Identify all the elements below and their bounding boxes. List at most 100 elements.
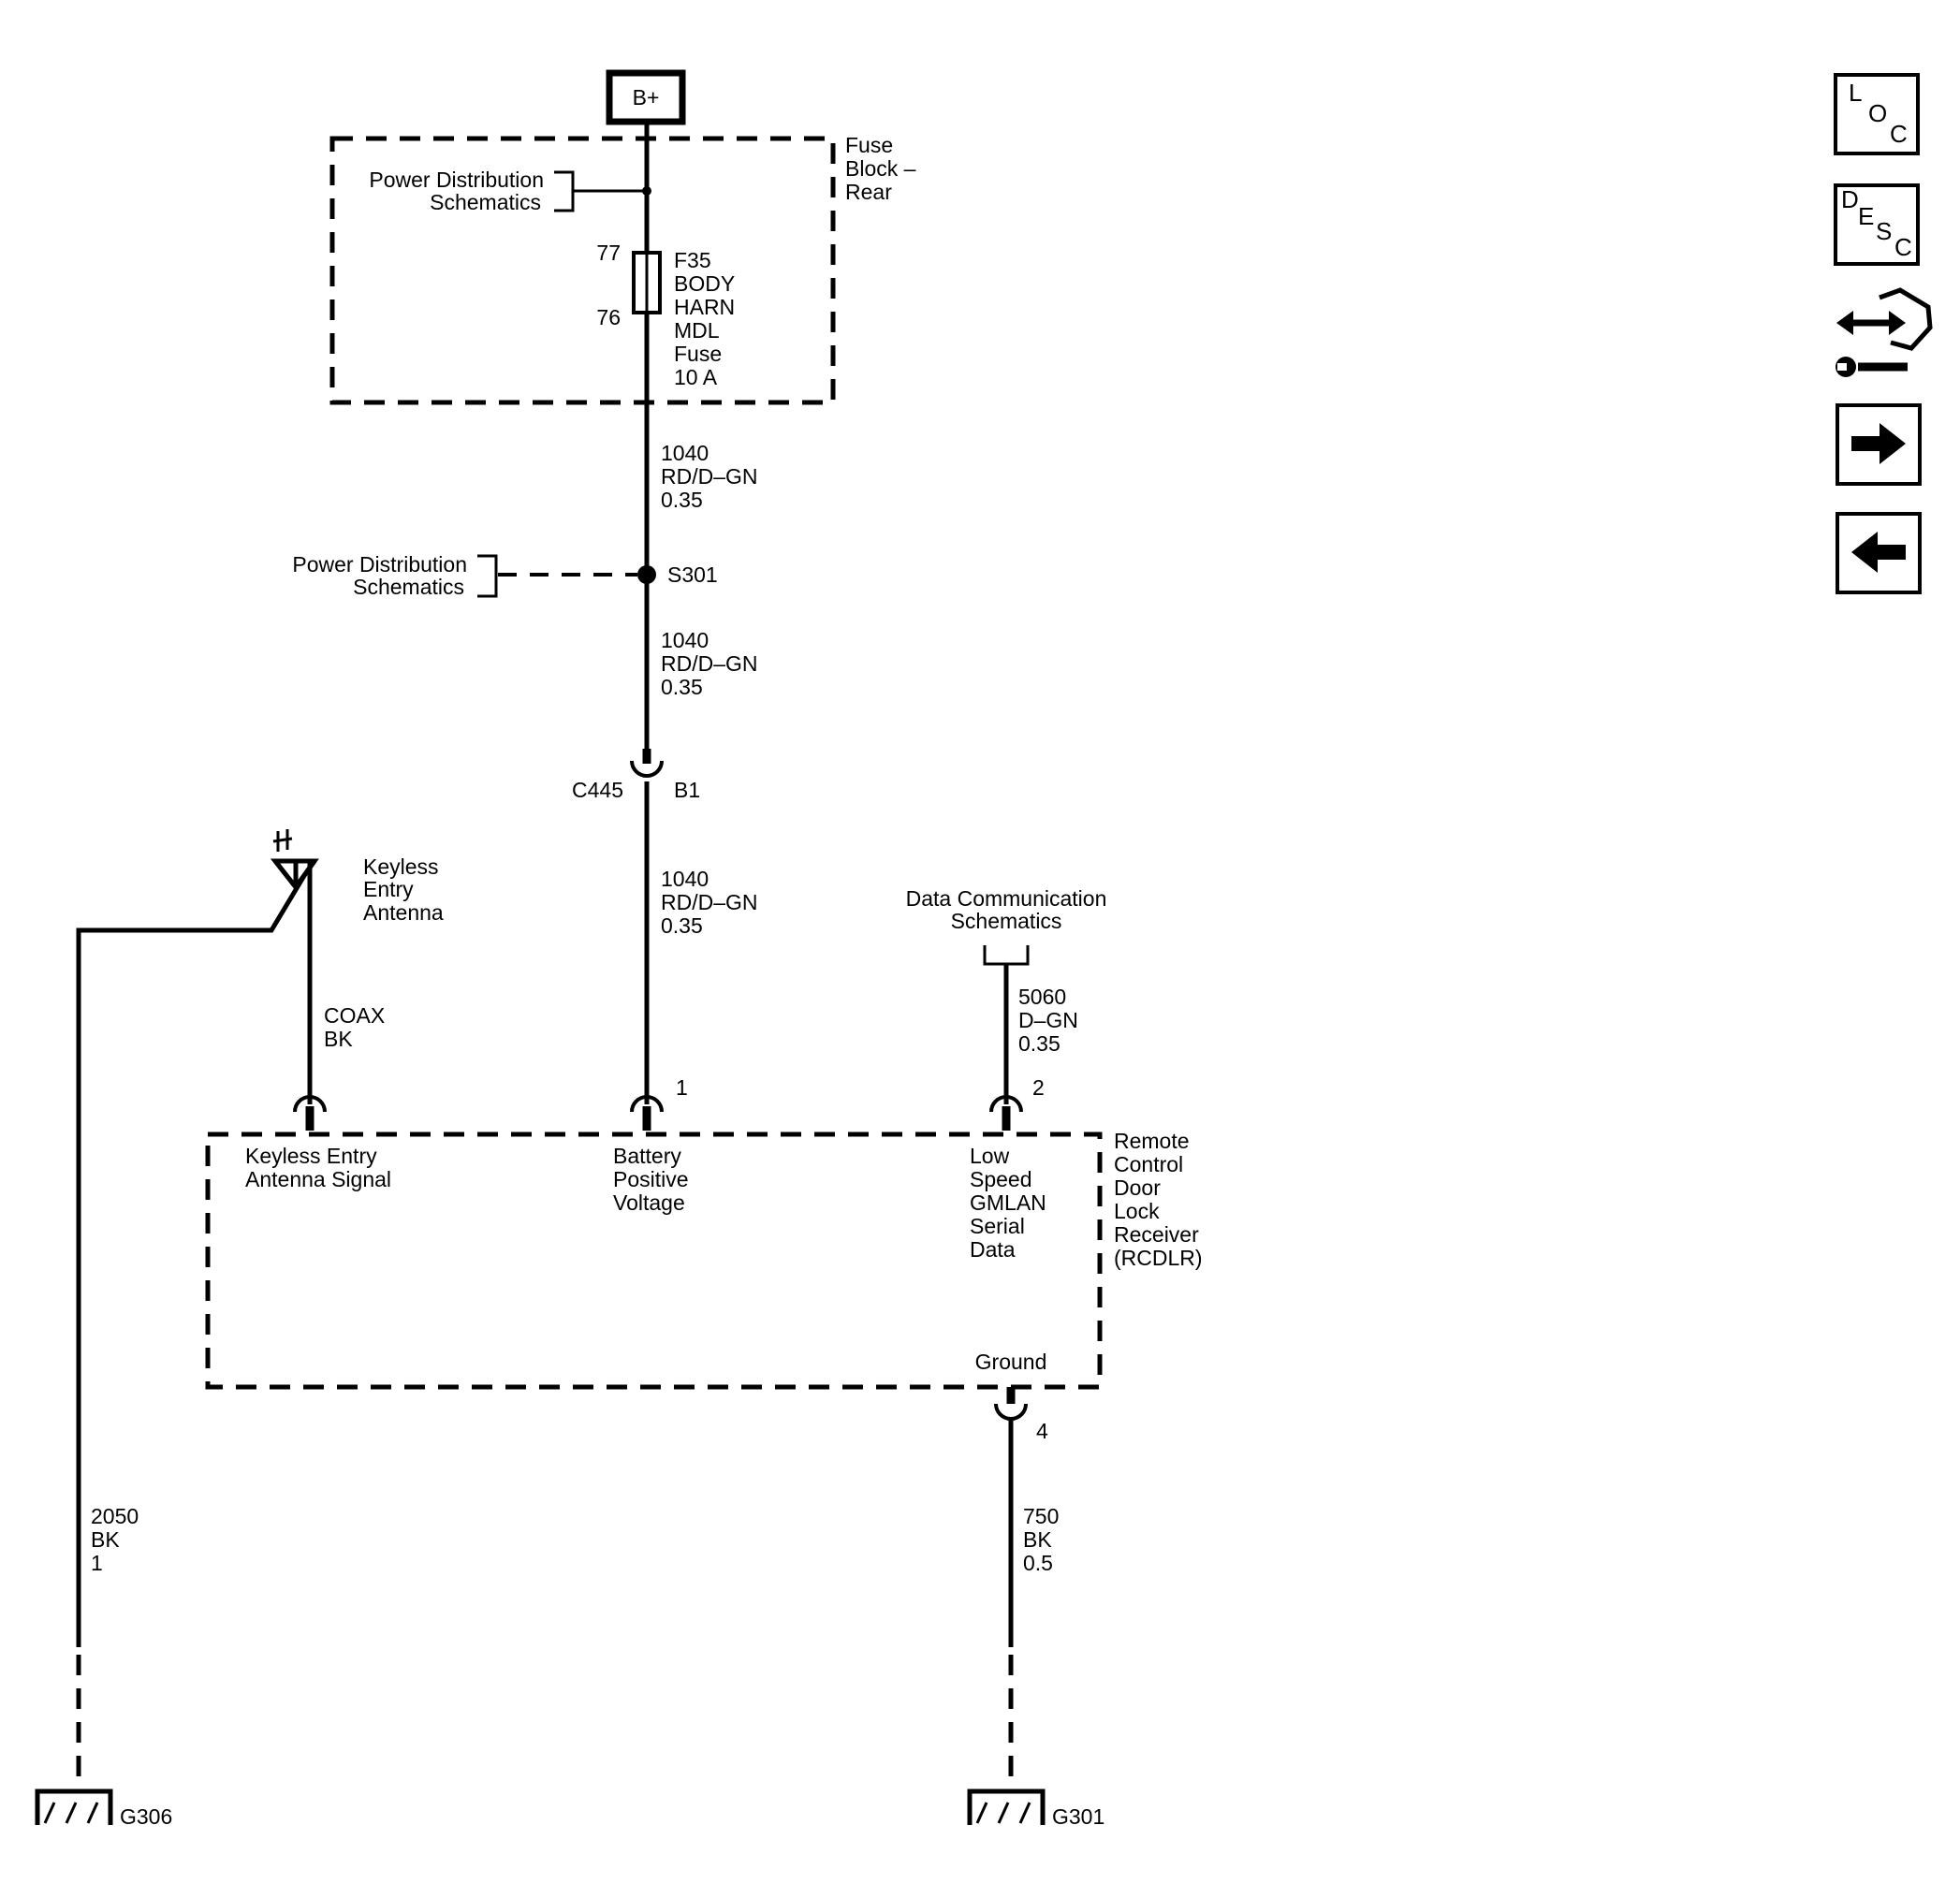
data-comm-ref-line1: Data Communication	[906, 886, 1107, 911]
receiver-name-line4: Lock	[1114, 1199, 1160, 1223]
receiver-pin-ground: 4	[1036, 1419, 1048, 1443]
loc-button[interactable]: L O C	[1834, 73, 1920, 155]
right-ground-wire-circuit: 750	[1023, 1504, 1059, 1528]
antenna-label-line1: Keyless	[363, 854, 439, 879]
wire-c-size: 0.35	[661, 913, 703, 938]
antenna-input-line1: Keyless Entry	[245, 1144, 377, 1168]
arrow-left-icon	[1851, 532, 1906, 573]
wire-label-750: 750 BK 0.5	[1023, 1504, 1059, 1575]
ground-g301-symbol-icon	[967, 1788, 1046, 1825]
power-distribution-ref-splice-line2: Schematics	[353, 575, 464, 599]
receiver-pin-battery: 1	[676, 1075, 688, 1100]
wire-b-size: 0.35	[661, 675, 703, 699]
data-input-line3: GMLAN	[970, 1190, 1046, 1215]
arrow-right-icon	[1851, 423, 1906, 464]
data-input-line5: Data	[970, 1237, 1016, 1262]
coax-label-line1: COAX	[324, 1003, 385, 1028]
receiver-name-line2: Control	[1114, 1152, 1183, 1176]
fuse-block-name-line2: Block –	[845, 156, 916, 181]
wire-c-color: RD/D–GN	[661, 890, 758, 914]
wire-a-circuit: 1040	[661, 441, 709, 465]
receiver-ground-connector: 4	[994, 1387, 1048, 1443]
wire-label-1040-c: 1040 RD/D–GN 0.35	[661, 867, 758, 938]
antenna-ground-lead	[76, 872, 308, 1647]
radio-wave-icon	[272, 829, 293, 852]
ground-pin-label: Ground	[975, 1350, 1047, 1374]
fuse-label-line3: HARN	[674, 295, 735, 319]
receiver-antenna-connector	[293, 1095, 327, 1131]
power-distribution-reference-top[interactable]: Power Distribution Schematics	[369, 168, 651, 214]
wire-b-circuit: 1040	[661, 628, 709, 652]
loc-letter-o: O	[1868, 99, 1887, 127]
connector-c445-pin: B1	[674, 778, 700, 802]
fuse-pin-top: 77	[596, 241, 621, 265]
next-page-button[interactable]	[1836, 403, 1922, 486]
fuse-label-line1: F35	[674, 248, 711, 272]
loc-letter-c: C	[1890, 120, 1908, 148]
fuse-block-rear: Fuse Block – Rear	[329, 133, 916, 405]
receiver-name-line1: Remote	[1114, 1129, 1190, 1153]
ground-g306: G306	[35, 1788, 172, 1829]
battery-positive-source: B+	[606, 69, 686, 125]
connector-tools-icon[interactable]	[1836, 287, 1933, 377]
data-comm-ref-line2: Schematics	[951, 909, 1062, 933]
connector-c445: C445 B1	[572, 749, 700, 802]
desc-letter-c: C	[1894, 233, 1912, 261]
wire-label-2050: 2050 BK 1	[91, 1504, 139, 1575]
data-wire-circuit: 5060	[1018, 985, 1066, 1009]
wire-a-color: RD/D–GN	[661, 464, 758, 489]
left-ground-wire-color: BK	[91, 1527, 120, 1552]
fuse-label-line4: MDL	[674, 318, 720, 343]
power-distribution-reference-splice[interactable]: Power Distribution Schematics	[292, 552, 637, 599]
keyless-entry-antenna: Keyless Entry Antenna COAX BK	[76, 829, 444, 1647]
fuse-block-name-line3: Rear	[845, 180, 892, 204]
power-distribution-ref-splice-line1: Power Distribution	[292, 552, 467, 577]
data-input-line1: Low	[970, 1144, 1010, 1168]
receiver-name-line5: Receiver	[1114, 1222, 1199, 1247]
receiver-pin-data: 2	[1032, 1075, 1045, 1100]
previous-page-button[interactable]	[1836, 512, 1922, 594]
right-ground-wire-color: BK	[1023, 1527, 1052, 1552]
wire-label-1040-b: 1040 RD/D–GN 0.35	[661, 628, 758, 699]
ground-g306-symbol-icon	[35, 1788, 113, 1825]
battery-input-line1: Battery	[613, 1144, 681, 1168]
receiver-battery-connector: 1	[630, 1075, 688, 1131]
antenna-input-line2: Antenna Signal	[245, 1167, 391, 1191]
loc-letter-l: L	[1849, 79, 1862, 107]
desc-letter-e: E	[1858, 202, 1874, 230]
antenna-label-line3: Antenna	[363, 900, 444, 925]
left-ground-wire-size: 1	[91, 1551, 103, 1575]
splice-s301: S301	[637, 562, 718, 587]
splice-name: S301	[667, 562, 718, 587]
wire-c-circuit: 1040	[661, 867, 709, 891]
rcdlr-module: Remote Control Door Lock Receiver (RCDLR…	[205, 1129, 1203, 1390]
desc-letter-s: S	[1876, 217, 1892, 245]
data-input-line4: Serial	[970, 1214, 1025, 1238]
ground-g306-label: G306	[120, 1804, 172, 1829]
power-distribution-ref-top-line2: Schematics	[430, 190, 541, 214]
fuse-block-name-line1: Fuse	[845, 133, 893, 157]
data-wire-color: D–GN	[1018, 1008, 1078, 1032]
fuse-pin-bottom: 76	[596, 305, 621, 329]
fuse-f35: 77 76 F35 BODY HARN MDL Fuse 10 A	[596, 241, 735, 389]
wire-label-5060: 5060 D–GN 0.35	[1018, 985, 1078, 1056]
left-ground-wire-circuit: 2050	[91, 1504, 139, 1528]
data-input-line2: Speed	[970, 1167, 1032, 1191]
data-wire-size: 0.35	[1018, 1031, 1060, 1056]
wire-label-1040-a: 1040 RD/D–GN 0.35	[661, 441, 758, 512]
right-ground-wire-size: 0.5	[1023, 1551, 1053, 1575]
receiver-data-connector: 2	[989, 1075, 1045, 1131]
coax-label-line2: BK	[324, 1027, 353, 1051]
fuse-label-line5: Fuse	[674, 342, 722, 366]
connector-c445-name: C445	[572, 778, 623, 802]
data-communication-reference[interactable]: Data Communication Schematics	[906, 886, 1107, 966]
receiver-name-line3: Door	[1114, 1175, 1161, 1200]
desc-button[interactable]: D E S C	[1834, 183, 1920, 266]
antenna-label-line2: Entry	[363, 877, 414, 901]
fuse-label-line2: BODY	[674, 271, 735, 296]
ground-g301-label: G301	[1052, 1804, 1104, 1829]
fuse-label-line6: 10 A	[674, 365, 718, 389]
wire-b-color: RD/D–GN	[661, 651, 758, 676]
receiver-name-line6: (RCDLR)	[1114, 1246, 1203, 1270]
